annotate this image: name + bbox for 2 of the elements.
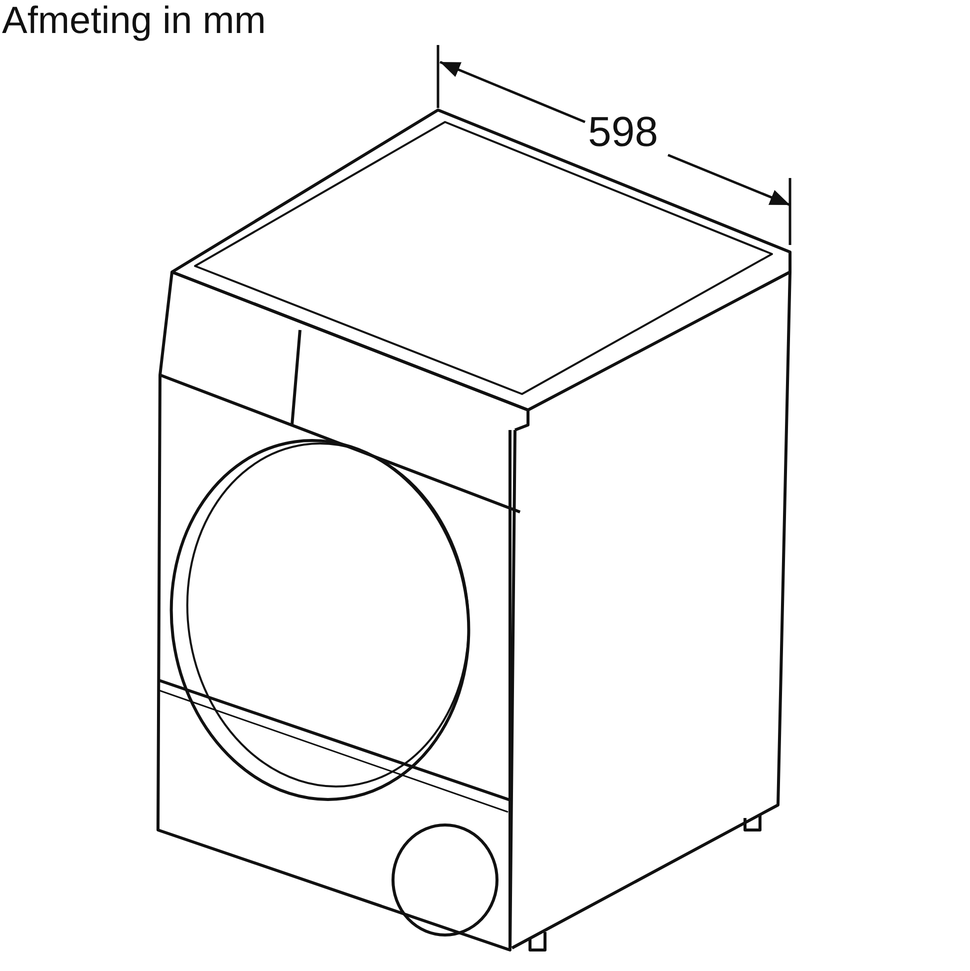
title: Afmeting in mm	[2, 0, 266, 43]
dimension-label: 598	[588, 108, 658, 156]
